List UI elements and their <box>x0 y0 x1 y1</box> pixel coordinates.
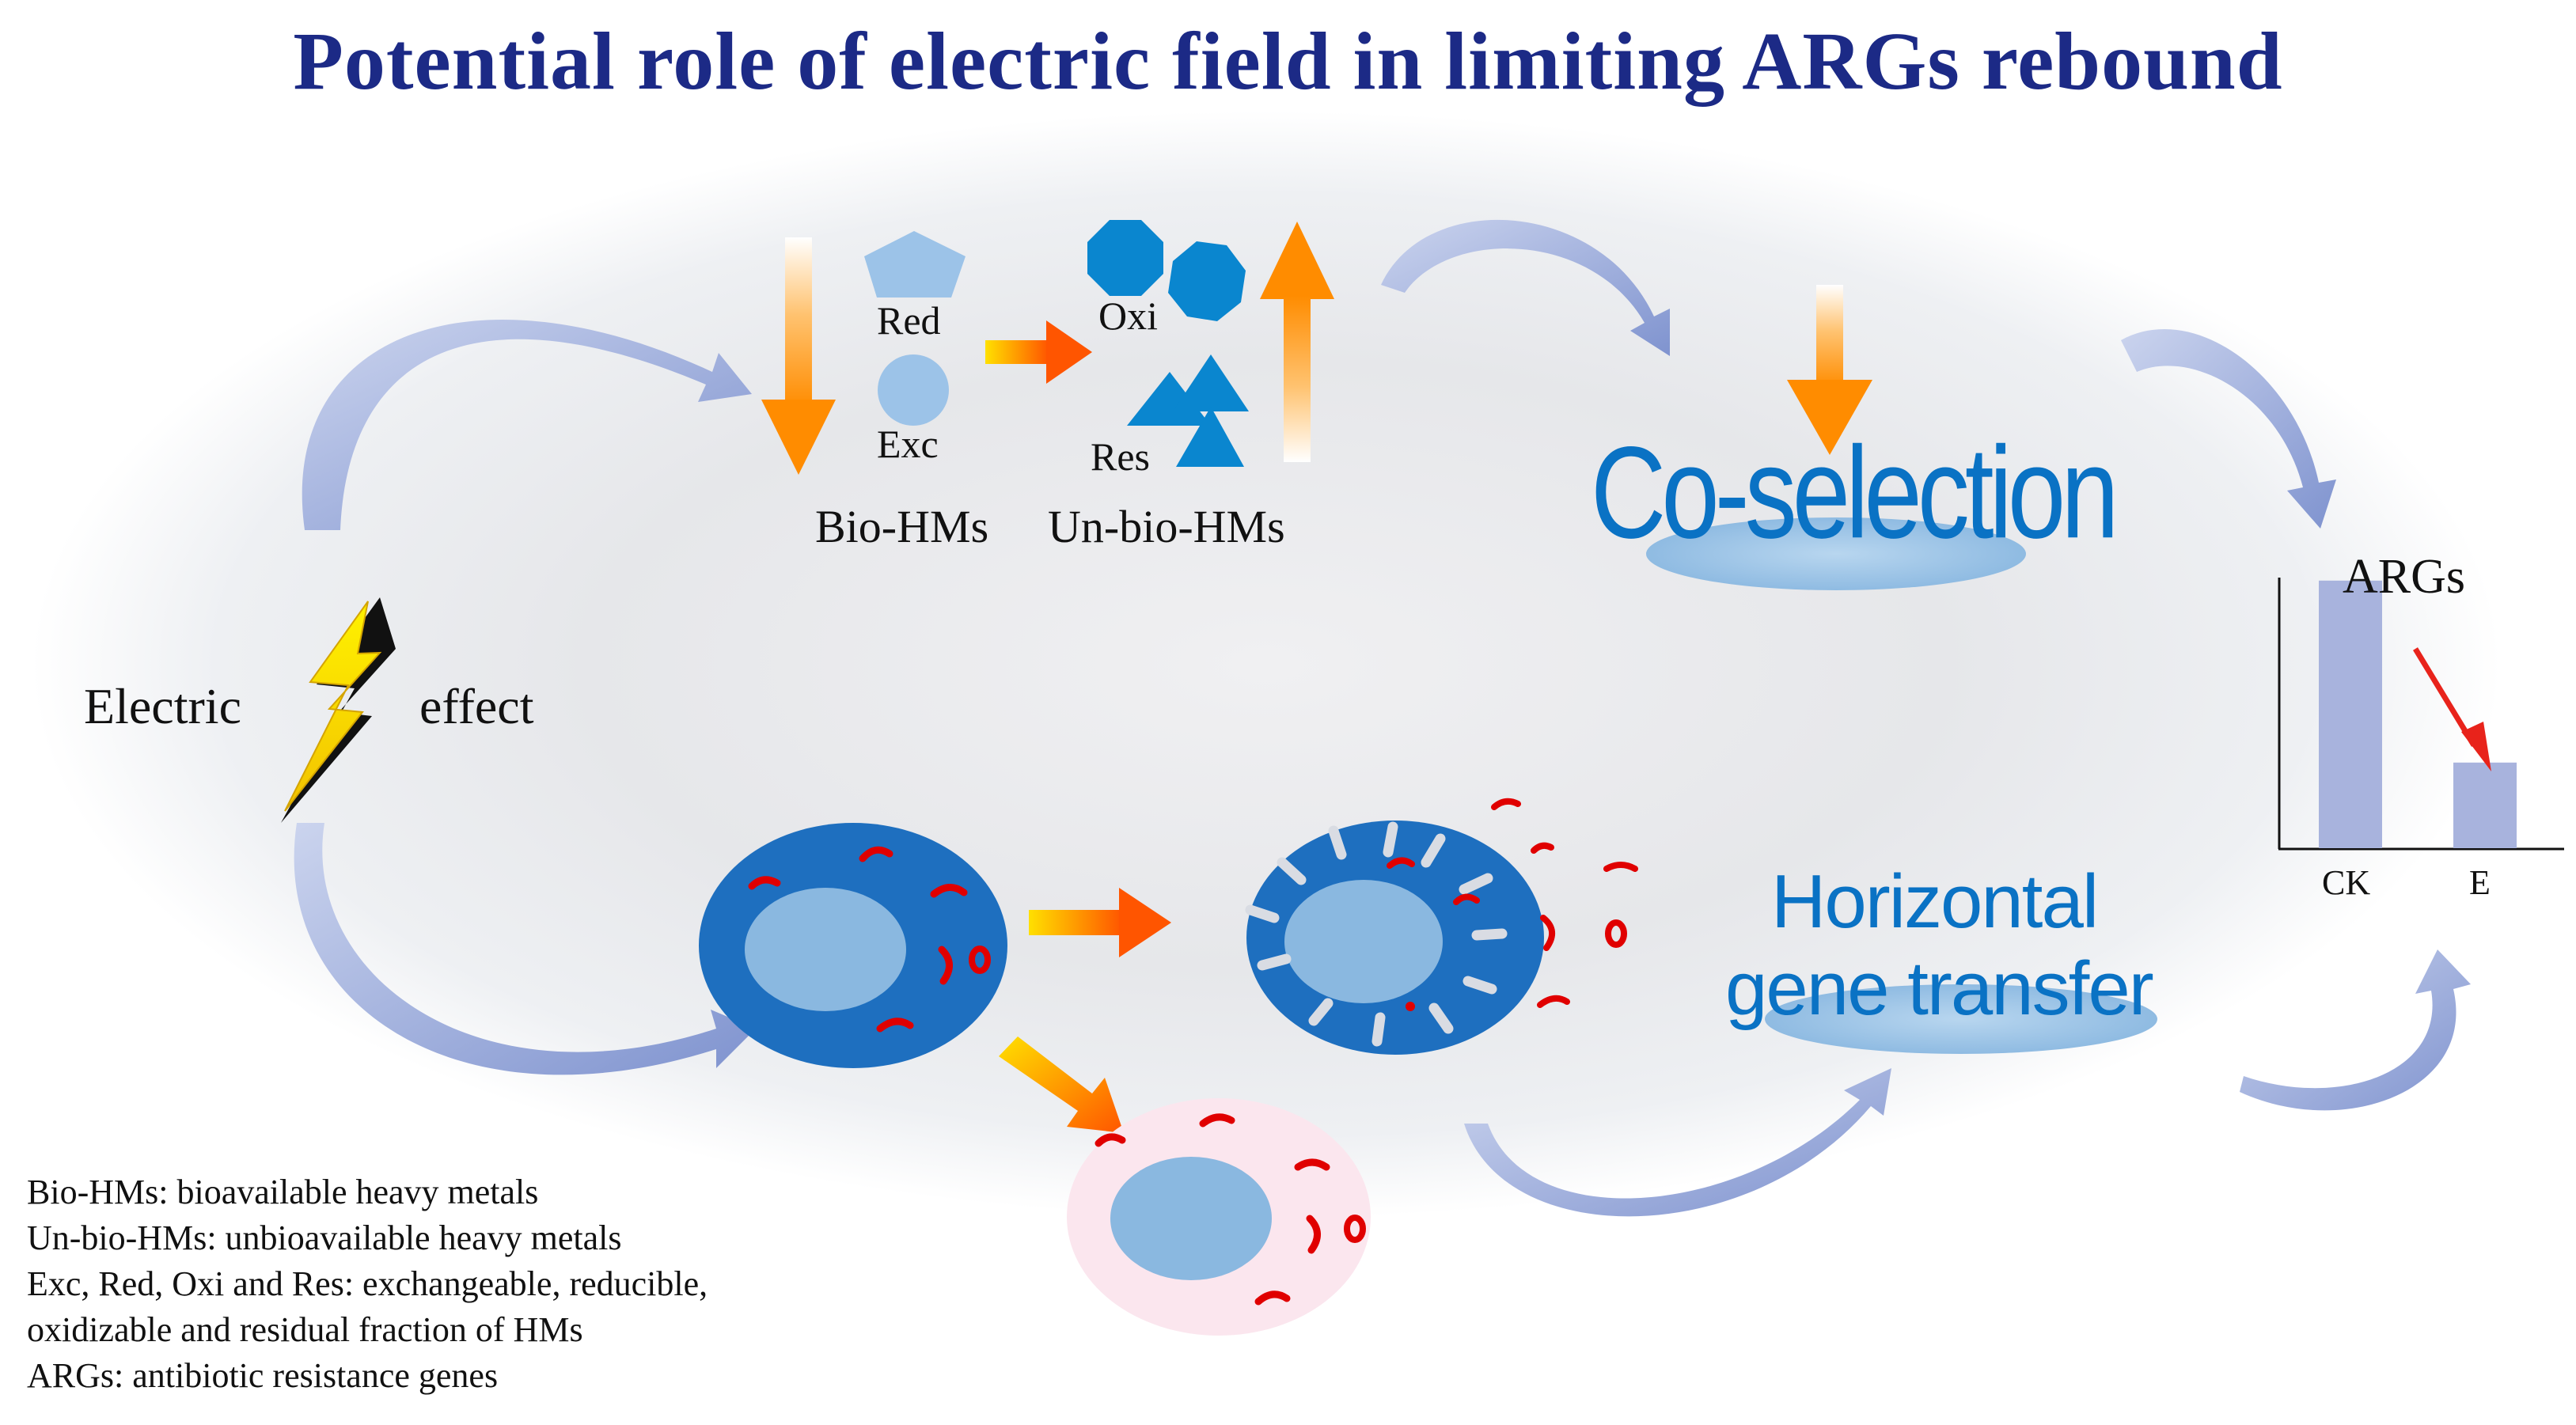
chart-bar-e <box>2453 762 2517 848</box>
increase-arrow-un-bio-hms <box>1260 222 1334 462</box>
res-fraction-triangle-icon-3 <box>1176 407 1244 467</box>
legend-item: oxidizable and residual fraction of HMs <box>27 1310 583 1349</box>
cell-arrow-horizontal <box>1029 888 1171 957</box>
chart-trend-arrow <box>2413 647 2491 771</box>
lysed-cell <box>1067 1098 1371 1336</box>
co-selection-label: Co-selection <box>1591 419 2119 566</box>
electric-label: Electric <box>84 678 241 734</box>
arc-arrow-lower-left <box>294 823 756 1075</box>
red-fraction-label: Red <box>877 298 941 343</box>
oxi-fraction-octagon-icon <box>1087 220 1163 296</box>
released-plasmids <box>1491 798 1638 1008</box>
args-bar-chart <box>2278 578 2564 851</box>
exc-fraction-circle-icon <box>878 354 949 426</box>
un-bio-hms-label: Un-bio-HMs <box>1048 501 1285 552</box>
effect-label: effect <box>419 678 534 734</box>
res-fraction-label: Res <box>1091 434 1150 479</box>
transform-arrow-horizontal <box>985 320 1092 384</box>
arc-arrow-top-middle <box>1381 219 1670 356</box>
oxi-fraction-octagon-icon-2 <box>1168 241 1246 321</box>
legend-item: Exc, Red, Oxi and Res: exchangeable, red… <box>27 1264 708 1303</box>
co-selection-pad <box>1646 517 2026 590</box>
legend: Bio-HMs: bioavailable heavy metals Un-bi… <box>27 1169 708 1399</box>
chart-title: ARGs <box>2343 550 2466 604</box>
res-fraction-triangle-icon <box>1127 372 1211 426</box>
chart-tick-ck: CK <box>2322 863 2371 902</box>
res-fraction-triangle-icon-2 <box>1173 354 1249 411</box>
damaged-cell <box>1245 821 1544 1055</box>
hgt-label-line1: Horizontal <box>1771 859 2099 944</box>
co-selection-down-arrow <box>1787 285 1872 455</box>
arc-arrow-top-right <box>2121 329 2336 529</box>
page-title: Potential role of electric field in limi… <box>293 16 2283 107</box>
chart-bar-ck <box>2319 580 2382 848</box>
red-fraction-pentagon-icon <box>864 231 966 298</box>
legend-item: Bio-HMs: bioavailable heavy metals <box>27 1173 539 1211</box>
lightning-bolt-icon <box>281 597 396 823</box>
legend-item: Un-bio-HMs: unbioavailable heavy metals <box>27 1218 622 1257</box>
chart-tick-e: E <box>2469 863 2491 902</box>
hgt-pad <box>1765 984 2157 1054</box>
background-halo <box>32 111 2501 1218</box>
hgt-label-line2: gene transfer <box>1725 946 2154 1031</box>
decrease-arrow-bio-hms <box>761 237 836 475</box>
exc-fraction-label: Exc <box>877 422 939 466</box>
arc-arrow-bottom-right <box>2240 949 2471 1111</box>
legend-item: ARGs: antibiotic resistance genes <box>27 1356 499 1395</box>
cell-arrow-diagonal <box>999 1037 1124 1133</box>
bio-hms-label: Bio-HMs <box>815 501 989 552</box>
intact-cell <box>699 823 1007 1068</box>
oxi-fraction-label: Oxi <box>1098 294 1158 338</box>
